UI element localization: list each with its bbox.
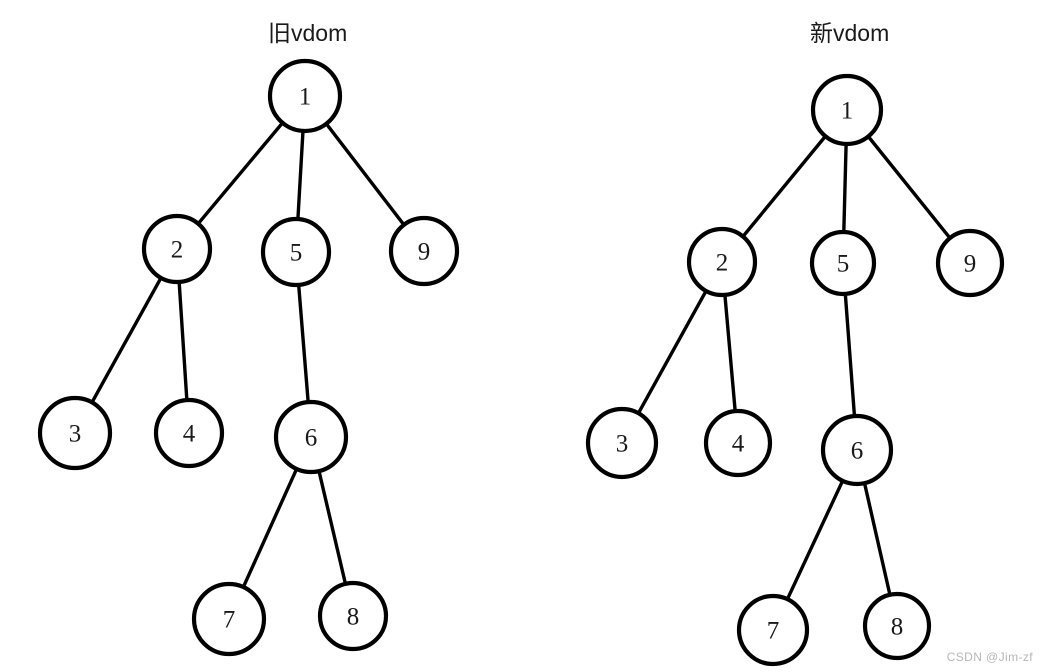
node-circle[interactable] <box>37 395 113 471</box>
node-circle[interactable] <box>317 580 389 652</box>
node-circle[interactable] <box>388 215 460 287</box>
node-label: 1 <box>299 84 312 111</box>
tree-edge-5-6 <box>843 292 857 418</box>
node-circle[interactable] <box>703 408 773 478</box>
node-circle[interactable] <box>686 226 758 298</box>
tree-node-new-vdom-8[interactable]: 8 <box>862 591 932 661</box>
tree-nodes-layer: 1 2 5 9 3 4 6 7 8 1 2 5 9 3 4 6 7 8 <box>37 58 1005 667</box>
node-label: 5 <box>837 251 850 278</box>
node-label: 2 <box>171 237 184 264</box>
tree-node-old-vdom-7[interactable]: 7 <box>191 581 267 657</box>
tree-node-new-vdom-3[interactable]: 3 <box>585 406 659 480</box>
tree-node-new-vdom-5[interactable]: 5 <box>809 229 877 297</box>
node-circle[interactable] <box>809 229 877 297</box>
node-label: 7 <box>767 618 780 645</box>
node-circle[interactable] <box>935 228 1005 298</box>
node-circle[interactable] <box>260 216 332 288</box>
tree-edge-1-9 <box>866 134 952 240</box>
node-label: 2 <box>716 250 729 277</box>
node-label: 7 <box>223 607 236 634</box>
node-label: 4 <box>183 421 196 448</box>
tree-node-old-vdom-6[interactable]: 6 <box>273 399 349 475</box>
tree-edge-6-7 <box>785 479 845 601</box>
tree-edge-6-7 <box>241 467 299 589</box>
node-label: 8 <box>891 614 904 641</box>
tree-node-old-vdom-5[interactable]: 5 <box>260 216 332 288</box>
node-label: 9 <box>964 251 977 278</box>
node-label: 5 <box>290 240 303 267</box>
tree-node-new-vdom-7[interactable]: 7 <box>736 593 810 667</box>
tree-node-new-vdom-2[interactable]: 2 <box>686 226 758 298</box>
tree-node-old-vdom-9[interactable]: 9 <box>388 215 460 287</box>
tree-node-new-vdom-1[interactable]: 1 <box>810 73 884 147</box>
old-vdom-title: 旧vdom <box>268 20 348 46</box>
node-label: 3 <box>616 431 629 458</box>
node-circle[interactable] <box>141 213 213 285</box>
tree-node-old-vdom-8[interactable]: 8 <box>317 580 389 652</box>
tree-edge-6-8 <box>317 469 348 586</box>
watermark: CSDN @Jim-zf <box>946 650 1033 664</box>
tree-node-old-vdom-2[interactable]: 2 <box>141 213 213 285</box>
tree-node-new-vdom-6[interactable]: 6 <box>820 413 894 487</box>
tree-node-old-vdom-1[interactable]: 1 <box>267 58 343 134</box>
node-circle[interactable] <box>736 593 810 667</box>
node-label: 6 <box>851 438 864 465</box>
node-circle[interactable] <box>191 581 267 657</box>
node-label: 9 <box>418 239 431 266</box>
node-circle[interactable] <box>810 73 884 147</box>
node-circle[interactable] <box>273 399 349 475</box>
tree-edge-2-4 <box>177 280 189 402</box>
node-circle[interactable] <box>820 413 894 487</box>
node-label: 1 <box>841 98 854 125</box>
tree-edge-2-3 <box>90 276 163 405</box>
tree-edge-2-3 <box>636 289 708 415</box>
tree-edge-2-4 <box>723 293 737 413</box>
tree-edge-1-2 <box>741 134 828 239</box>
tree-node-new-vdom-4[interactable]: 4 <box>703 408 773 478</box>
tree-edge-1-5 <box>296 129 305 221</box>
tree-edge-5-6 <box>296 283 310 404</box>
node-circle[interactable] <box>153 397 225 469</box>
tree-node-old-vdom-4[interactable]: 4 <box>153 397 225 469</box>
tree-node-old-vdom-3[interactable]: 3 <box>37 395 113 471</box>
tree-node-new-vdom-9[interactable]: 9 <box>935 228 1005 298</box>
tree-edge-1-5 <box>842 142 848 234</box>
node-label: 8 <box>347 604 360 631</box>
tree-edge-6-8 <box>862 481 892 597</box>
tree-edge-1-2 <box>196 121 285 226</box>
tree-edge-1-9 <box>324 122 406 227</box>
node-circle[interactable] <box>267 58 343 134</box>
node-label: 6 <box>305 425 318 452</box>
node-label: 4 <box>732 431 745 458</box>
node-circle[interactable] <box>585 406 659 480</box>
node-label: 3 <box>69 421 82 448</box>
new-vdom-title: 新vdom <box>810 20 890 46</box>
tree-edges-layer <box>90 121 952 601</box>
node-circle[interactable] <box>862 591 932 661</box>
